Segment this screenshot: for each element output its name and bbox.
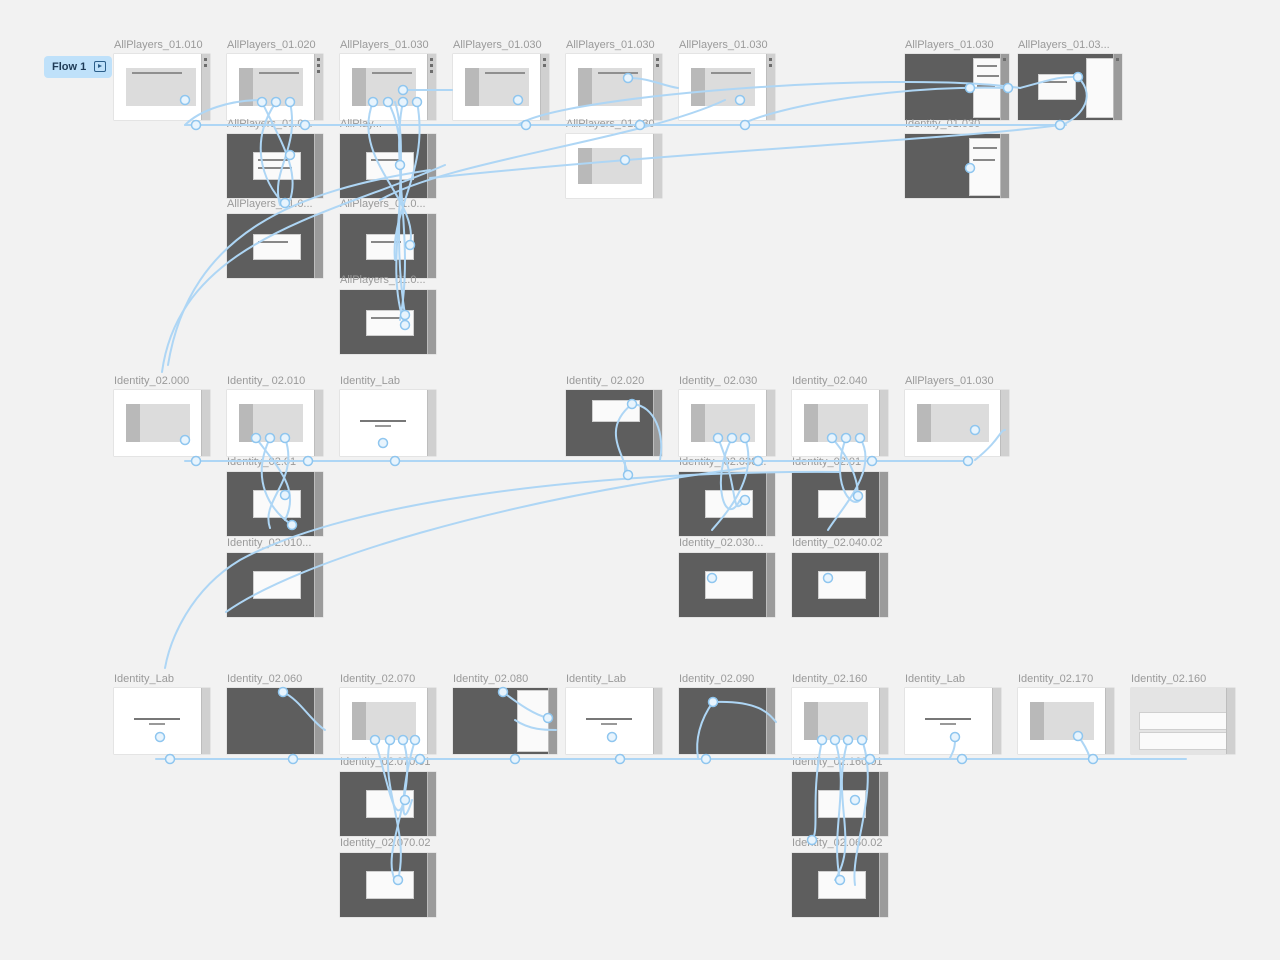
screen-frame[interactable] (905, 688, 1001, 754)
screen-frame[interactable] (340, 54, 436, 120)
screen-frame[interactable] (566, 54, 662, 120)
screen-frame[interactable] (340, 853, 436, 917)
screen-frame[interactable] (679, 688, 775, 754)
screen-frame[interactable] (566, 688, 662, 754)
screen-frame[interactable] (679, 553, 775, 617)
screen-frame[interactable] (114, 390, 210, 456)
screen-frame[interactable] (340, 214, 436, 278)
flow-play-icon[interactable] (94, 61, 106, 72)
flow-start-badge[interactable]: Flow 1 (44, 56, 112, 78)
screen-frame[interactable] (114, 54, 210, 120)
screen-frame[interactable] (1131, 688, 1235, 754)
screen-frame[interactable] (679, 390, 775, 456)
screen-frame[interactable] (905, 134, 1009, 198)
screen-frame[interactable] (340, 390, 436, 456)
flow-label: Flow 1 (52, 61, 87, 73)
screen-frame[interactable] (792, 553, 888, 617)
screen-frame[interactable] (114, 688, 210, 754)
screen-frame[interactable] (1018, 688, 1114, 754)
screen-frame[interactable] (227, 214, 323, 278)
screen-frame[interactable] (566, 134, 662, 198)
screen-frame[interactable] (792, 472, 888, 536)
screen-frame[interactable] (792, 688, 888, 754)
screen-frame[interactable] (227, 472, 323, 536)
screen-frame[interactable] (905, 390, 1009, 456)
screen-frame[interactable] (340, 688, 436, 754)
screen-frame[interactable] (1018, 54, 1122, 120)
screen-frame[interactable] (453, 688, 557, 754)
